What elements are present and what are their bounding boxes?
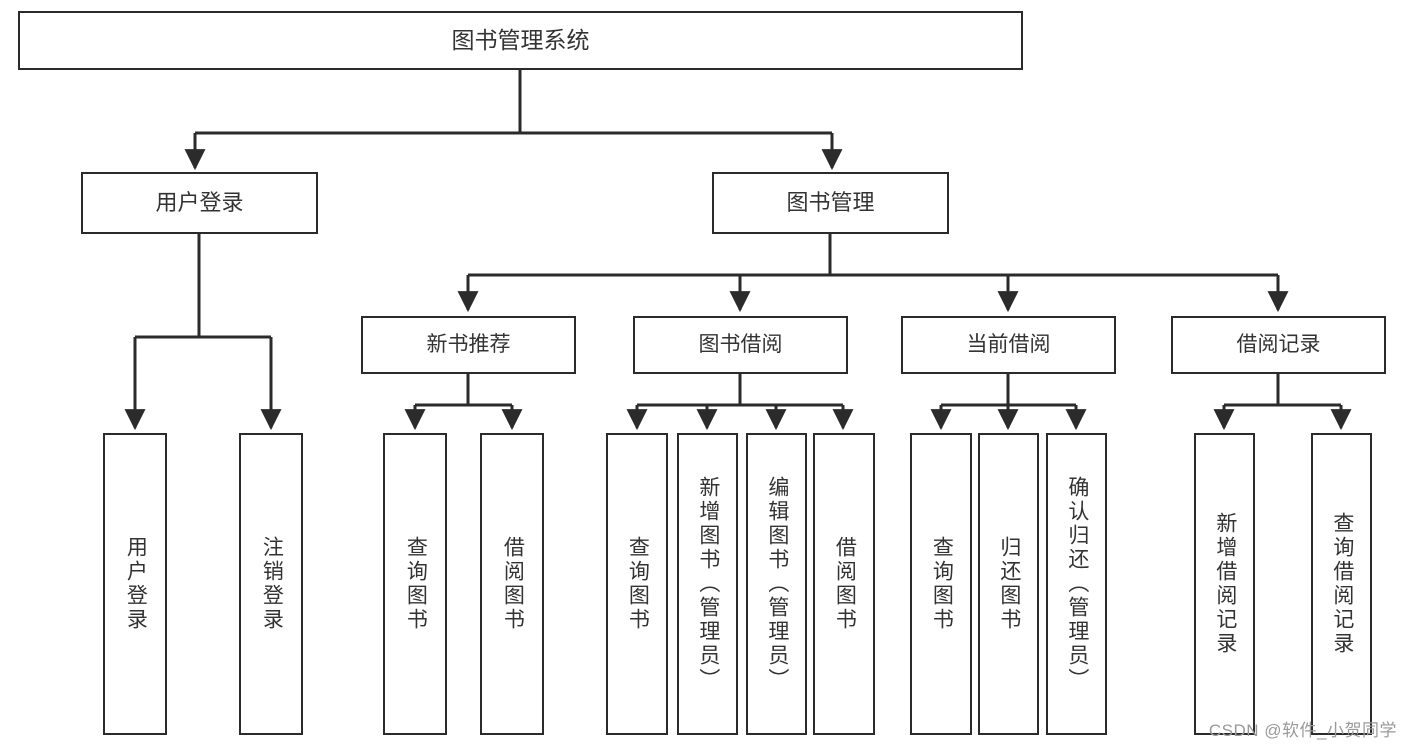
node-leaf-add-record-label: 新增借阅记录 bbox=[1213, 512, 1237, 656]
node-leaf-add-book[interactable]: 新增图书（管理员） bbox=[677, 433, 738, 735]
node-leaf-borrow-book-1[interactable]: 借阅图书 bbox=[480, 433, 544, 735]
node-user-login-label: 用户登录 bbox=[155, 190, 244, 216]
node-leaf-return-book-label: 归还图书 bbox=[997, 536, 1021, 632]
node-current-borrow-label: 当前借阅 bbox=[966, 332, 1051, 356]
node-leaf-edit-book-label: 编辑图书（管理员） bbox=[765, 476, 789, 692]
node-book-manage-label: 图书管理 bbox=[786, 190, 875, 216]
node-new-book-recommend[interactable]: 新书推荐 bbox=[361, 316, 576, 374]
node-user-login[interactable]: 用户登录 bbox=[81, 172, 318, 234]
csdn-watermark: CSDN @软件_小贺同学 bbox=[1208, 721, 1397, 740]
node-book-manage[interactable]: 图书管理 bbox=[712, 172, 949, 234]
node-leaf-query-record-label: 查询借阅记录 bbox=[1330, 512, 1354, 656]
node-leaf-add-record[interactable]: 新增借阅记录 bbox=[1194, 433, 1255, 735]
node-new-book-recommend-label: 新书推荐 bbox=[426, 332, 511, 356]
node-root[interactable]: 图书管理系统 bbox=[18, 11, 1023, 70]
node-leaf-user-login-label: 用户登录 bbox=[124, 536, 148, 632]
node-leaf-borrow-book-2-label: 借阅图书 bbox=[833, 536, 857, 632]
node-borrow-record-label: 借阅记录 bbox=[1236, 332, 1321, 356]
node-leaf-query-book-3[interactable]: 查询图书 bbox=[910, 433, 972, 735]
node-leaf-return-book[interactable]: 归还图书 bbox=[978, 433, 1039, 735]
node-leaf-borrow-book-2[interactable]: 借阅图书 bbox=[813, 433, 875, 735]
node-leaf-query-record[interactable]: 查询借阅记录 bbox=[1311, 433, 1372, 735]
node-leaf-query-book-1-label: 查询图书 bbox=[404, 536, 428, 632]
node-leaf-query-book-2[interactable]: 查询图书 bbox=[606, 433, 668, 735]
node-borrow-record[interactable]: 借阅记录 bbox=[1171, 316, 1386, 374]
node-leaf-add-book-label: 新增图书（管理员） bbox=[696, 476, 720, 692]
node-leaf-query-book-2-label: 查询图书 bbox=[626, 536, 650, 632]
node-book-borrow[interactable]: 图书借阅 bbox=[633, 316, 848, 374]
node-leaf-logout-login[interactable]: 注销登录 bbox=[239, 433, 303, 735]
node-book-borrow-label: 图书借阅 bbox=[698, 332, 783, 356]
node-current-borrow[interactable]: 当前借阅 bbox=[901, 316, 1116, 374]
node-leaf-query-book-1[interactable]: 查询图书 bbox=[383, 433, 447, 735]
node-root-label: 图书管理系统 bbox=[451, 26, 590, 53]
node-leaf-logout-login-label: 注销登录 bbox=[260, 536, 284, 632]
node-leaf-user-login[interactable]: 用户登录 bbox=[103, 433, 167, 735]
node-leaf-query-book-3-label: 查询图书 bbox=[930, 536, 954, 632]
node-leaf-confirm-return-label: 确认归还（管理员） bbox=[1065, 476, 1089, 692]
node-leaf-confirm-return[interactable]: 确认归还（管理员） bbox=[1046, 433, 1107, 735]
node-leaf-borrow-book-1-label: 借阅图书 bbox=[501, 536, 525, 632]
node-leaf-edit-book[interactable]: 编辑图书（管理员） bbox=[746, 433, 807, 735]
